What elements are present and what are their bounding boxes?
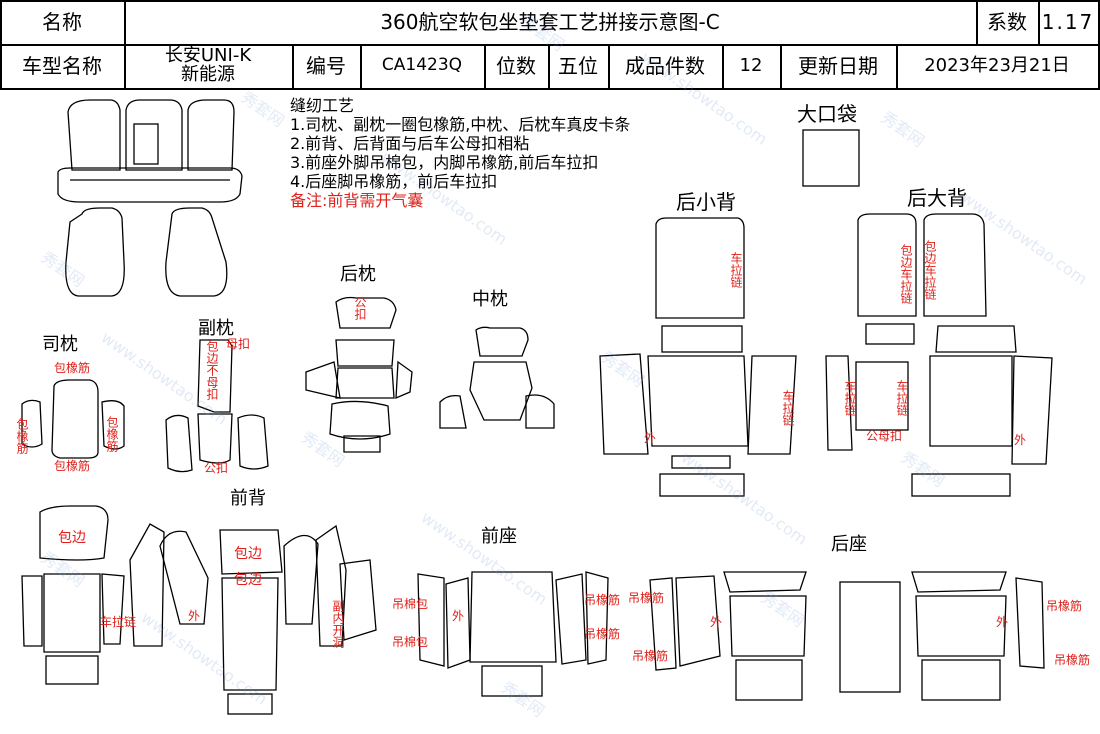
seats-label: 位数: [496, 53, 536, 78]
label-driver-headrest: 司枕: [42, 334, 78, 355]
ann-wrap-edge-center-1: 包边: [234, 546, 262, 562]
code-value: CA1423Q: [381, 55, 463, 76]
ann-wrap-edge-center-2: 包边: [234, 572, 262, 588]
mid-headrest-pieces: [439, 326, 555, 429]
ann-male-buckle-passenger: 公扣: [204, 461, 228, 475]
coef-label: 系数: [987, 9, 1027, 34]
ann-hang-elastic-rs-1: 吊橡筋: [628, 590, 664, 605]
ann-hang-elastic-rs-3: 吊橡筋: [1046, 598, 1082, 613]
ann-wrap-female-buckle: 包边不母扣: [205, 340, 219, 401]
ann-hang-cotton-1: 吊棉包: [392, 597, 428, 611]
ann-outer-big-back: 外: [1014, 433, 1026, 447]
header-table: 名称 360航空软包坐垫套工艺拼接示意图-C 系数 1.17 车型名称 长安UN…: [0, 0, 1100, 90]
name-label: 名称: [42, 9, 82, 34]
label-rear-small-back: 后小背: [676, 190, 736, 214]
ann-wrap-elastic-left: 包橡筋: [15, 418, 29, 455]
ann-hang-elastic-fs-2: 吊橡筋: [584, 626, 620, 641]
rear-bench-overview: [57, 99, 243, 203]
coef-value: 1.17: [1041, 9, 1095, 34]
ann-car-pull-chain-front-back: 车拉链: [100, 614, 136, 629]
ann-car-pull-chain-small-top: 车拉链: [729, 251, 743, 288]
ann-wrap-edge-front-back: 包边: [58, 530, 86, 546]
date-value: 2023年23月21日: [924, 54, 1070, 76]
ann-wrap-elastic-bottom: 包橡筋: [54, 458, 90, 473]
label-rear-big-back: 后大背: [907, 186, 967, 210]
ann-male-buckle-rear-headrest: 公扣: [353, 296, 367, 321]
ann-passenger-hole: 副内开洞: [331, 600, 345, 648]
front-seat-pieces: [417, 571, 609, 697]
ann-wrap-elastic-top: 包橡筋: [54, 360, 90, 375]
model-line2: 新能源: [181, 64, 235, 85]
ann-outer-front-back: 外: [188, 609, 200, 623]
notes-line-1: 1.司枕、副枕一圈包橡筋,中枕、后枕车真皮卡条: [290, 115, 631, 134]
front-back-pieces: [21, 505, 377, 715]
notes-line-2: 2.前背、后背面与后车公母扣相粘: [290, 134, 530, 153]
code-label: 编号: [306, 53, 346, 78]
model-label: 车型名称: [22, 53, 102, 78]
notes-line-3: 3.前座外脚吊棉包，内脚吊橡筋,前后车拉扣: [290, 153, 599, 172]
notes-remark: 备注:前背需开气囊: [290, 191, 424, 210]
ann-hang-cotton-2: 吊棉包: [392, 635, 428, 649]
driver-headrest-pieces: [21, 379, 125, 459]
passenger-headrest-pieces: [165, 339, 269, 473]
red-annotations: 包橡筋 包橡筋 包橡筋 包橡筋 公扣 母扣 包边不母扣 公扣 车拉链 车拉链 包…: [15, 240, 1090, 667]
ann-hang-elastic-fs-1: 吊橡筋: [584, 592, 620, 607]
ann-car-pull-chain-big-left: 车拉链: [843, 379, 857, 416]
label-mid-headrest: 中枕: [472, 289, 508, 310]
page-title: 360航空软包坐垫套工艺拼接示意图-C: [380, 9, 720, 34]
ann-car-pull-chain-big-right: 车拉链: [895, 379, 909, 416]
rear-headrest-pieces: [305, 296, 413, 453]
ann-car-pull-chain-small-side: 车拉链: [781, 389, 795, 426]
ann-outer-front-seat: 外: [452, 609, 464, 623]
pieces-label: 成品件数: [625, 53, 705, 78]
front-seats-overview: [65, 207, 228, 297]
ann-wrap-car-pull-chain-2: 包边车拉链: [923, 240, 937, 300]
model-line1: 长安UNI-K: [164, 45, 252, 67]
rear-seat-pieces: [649, 571, 1045, 701]
notes-line-4: 4.后座脚吊橡筋，前后车拉扣: [290, 172, 498, 191]
label-front-back: 前背: [230, 488, 266, 509]
seats-value: 五位: [558, 53, 598, 78]
label-big-pocket: 大口袋: [797, 102, 857, 126]
pieces-value: 12: [739, 54, 763, 76]
rear-big-back-pieces: [825, 213, 1053, 497]
ann-wrap-elastic-right: 包橡筋: [105, 416, 119, 453]
notes-title: 缝纫工艺: [290, 96, 355, 115]
date-label: 更新日期: [798, 53, 878, 78]
label-rear-seat: 后座: [831, 534, 867, 555]
label-rear-headrest: 后枕: [340, 264, 376, 285]
label-passenger-headrest: 副枕: [198, 318, 234, 339]
big-pocket-piece: [802, 129, 860, 187]
rear-small-back-pieces: [599, 217, 797, 497]
ann-hang-elastic-rs-4: 吊橡筋: [1054, 652, 1090, 667]
label-front-seat: 前座: [481, 526, 517, 547]
ann-outer-small-back: 外: [644, 431, 656, 445]
ann-male-female-buckle: 公母扣: [866, 429, 902, 443]
sewing-notes: 缝纫工艺 1.司枕、副枕一圈包橡筋,中枕、后枕车真皮卡条 2.前背、后背面与后车…: [290, 96, 630, 210]
model-value: 长安UNI-K 新能源: [124, 44, 292, 88]
ann-outer-rear-seat-left: 外: [710, 615, 722, 629]
ann-wrap-car-pull-chain-1: 包边车拉链: [899, 244, 913, 304]
ann-outer-rear-seat-right: 外: [996, 615, 1008, 629]
ann-hang-elastic-rs-2: 吊橡筋: [632, 648, 668, 663]
ann-female-buckle: 母扣: [226, 337, 250, 351]
